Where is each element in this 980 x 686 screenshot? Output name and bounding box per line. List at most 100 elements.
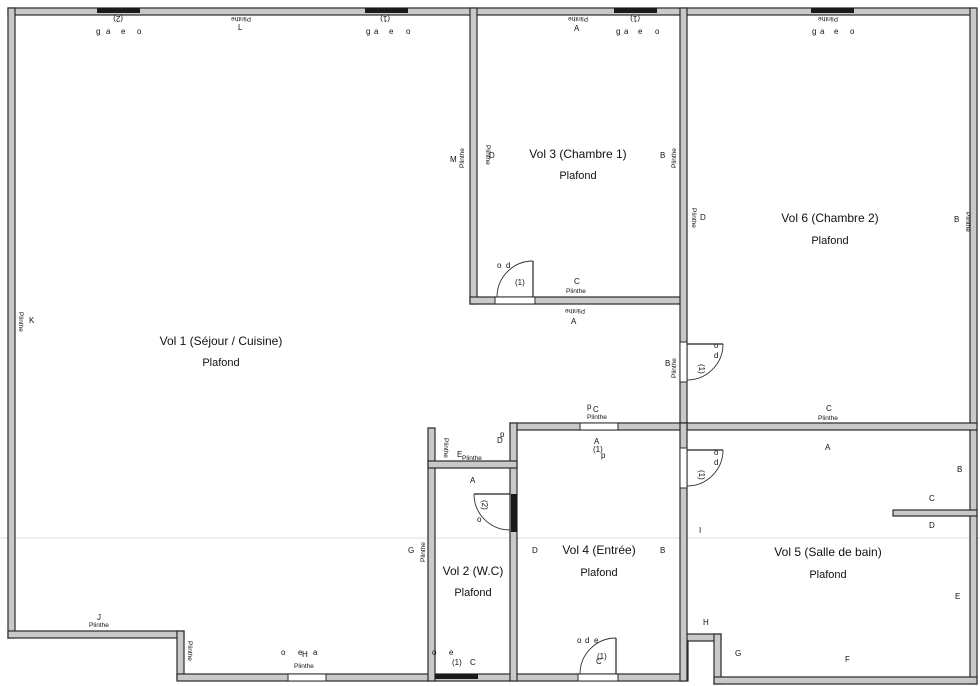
wall-bottom-right (713, 676, 978, 685)
plinthe-label: Plinthe (964, 212, 971, 232)
opening-letter: o (850, 27, 855, 36)
room-4-ceiling: Plafond (580, 567, 617, 579)
plinthe-label: Plinthe (587, 414, 607, 421)
plinthe-label: Plinthe (420, 542, 427, 562)
wall-letter: A (594, 437, 600, 446)
wall-letter: A (574, 24, 580, 33)
wall-letter: B (660, 546, 665, 555)
wall-letter: K (29, 316, 35, 325)
wall-letter: G (408, 546, 414, 555)
wall-letter: H (703, 618, 709, 627)
opening-letter: o (577, 636, 582, 645)
door-number: (1) (697, 364, 706, 374)
wall-letter: M (450, 155, 457, 164)
wall-wc-top (427, 460, 518, 469)
wall-letter: B (957, 465, 962, 474)
wall-letter: B (665, 359, 670, 368)
window-6 (511, 494, 517, 532)
door-number: (1) (697, 470, 706, 480)
room-3-ceiling: Plafond (559, 170, 596, 182)
opening-letter: d (506, 261, 510, 270)
room-labels: Vol 1 (Séjour / Cuisine) Plafond Vol 2 (… (160, 147, 882, 599)
opening-letter: e (638, 27, 643, 36)
opening-letter: e (389, 27, 394, 36)
opening-letter: o (714, 448, 719, 457)
doors (287, 260, 724, 682)
wall-letter: D (929, 521, 935, 530)
opening-letter: d (585, 636, 589, 645)
plinthe-label: Plinthe (671, 148, 678, 168)
opening-letter: e (298, 648, 303, 657)
wall-vol3-left (469, 7, 478, 305)
opening-letter: a (820, 27, 825, 36)
opening-letter: e (121, 27, 126, 36)
wall-right (969, 7, 978, 685)
opening-letter: g (616, 27, 620, 36)
plinthe-label: Plinthe (690, 208, 697, 228)
wall-letter: D (489, 151, 495, 160)
room-3-title: Vol 3 (Chambre 1) (529, 147, 626, 161)
opening-letter: p (500, 430, 505, 439)
plinthe-labels: Plinthe Plinthe Plinthe Plinthe Plinthe … (17, 15, 971, 670)
wall-vol6-bottom (679, 422, 978, 431)
opening-letter: o (655, 27, 660, 36)
plinthe-label: Plinthe (89, 622, 109, 629)
opening-letter: o (432, 648, 437, 657)
wall-letters: L K J G M H E A D B C A D B C B A B C D … (29, 23, 962, 667)
window-5 (435, 674, 478, 679)
opening-letter: a (624, 27, 629, 36)
room-2-title: Vol 2 (W.C) (443, 564, 504, 578)
opening-letter: g (812, 27, 816, 36)
door-number: (1) (630, 14, 640, 23)
wall-letter: E (955, 592, 960, 601)
wall-letter: A (470, 476, 476, 485)
opening-letter: o (497, 261, 502, 270)
plinthe-label: Plinthe (568, 15, 588, 22)
wall-letter: C (470, 658, 476, 667)
room-2-ceiling: Plafond (454, 587, 491, 599)
plinthe-label: Plinthe (294, 663, 314, 670)
opening-letter: p (587, 402, 592, 411)
room-5-title: Vol 5 (Salle de bain) (774, 545, 881, 559)
opening-letter: d (714, 351, 718, 360)
opening-letter: o (714, 341, 719, 350)
room-1-title: Vol 1 (Séjour / Cuisine) (160, 334, 283, 348)
wall-letter: L (238, 23, 243, 32)
opening-markers: (2) (1) (1) (1) (1) (1) (2) (1) (1) (1) … (96, 14, 855, 667)
plinthe-label: Plinthe (818, 415, 838, 422)
opening-letter: a (106, 27, 111, 36)
walls (7, 7, 978, 685)
window-2 (365, 8, 408, 13)
wall-letter: F (845, 655, 850, 664)
wall-letter: C (574, 277, 580, 286)
opening-letter: e (449, 648, 454, 657)
plinthe-label: Plinthe (565, 307, 585, 314)
door-number: (2) (480, 500, 489, 510)
room-4-title: Vol 4 (Entrée) (562, 543, 635, 557)
opening-letter: e (834, 27, 839, 36)
wall-letter: B (954, 215, 959, 224)
door-number: (1) (380, 14, 390, 23)
wall-wc-left (427, 427, 436, 682)
wall-letter: C (596, 657, 602, 666)
opening-letter: p (601, 451, 606, 460)
plinthe-label: Plinthe (459, 148, 466, 168)
room-6-title: Vol 6 (Chambre 2) (781, 211, 878, 225)
wall-letter: D (497, 436, 503, 445)
wall-letter: D (532, 546, 538, 555)
wall-letter: J (97, 613, 101, 622)
opening-letter: o (406, 27, 411, 36)
opening-letter: o (281, 648, 286, 657)
opening-letter: g (96, 27, 100, 36)
wall-letter: A (825, 443, 831, 452)
door-number: (2) (113, 14, 123, 23)
wall-letter: I (699, 526, 701, 535)
wall-vol4-left (509, 422, 518, 682)
plinthe-label: Plinthe (566, 288, 586, 295)
opening-letter: a (374, 27, 379, 36)
room-1-ceiling: Plafond (202, 357, 239, 369)
plinthe-label: Plinthe (231, 15, 251, 22)
opening-letter: e (594, 636, 599, 645)
door-number: (1) (452, 658, 462, 667)
